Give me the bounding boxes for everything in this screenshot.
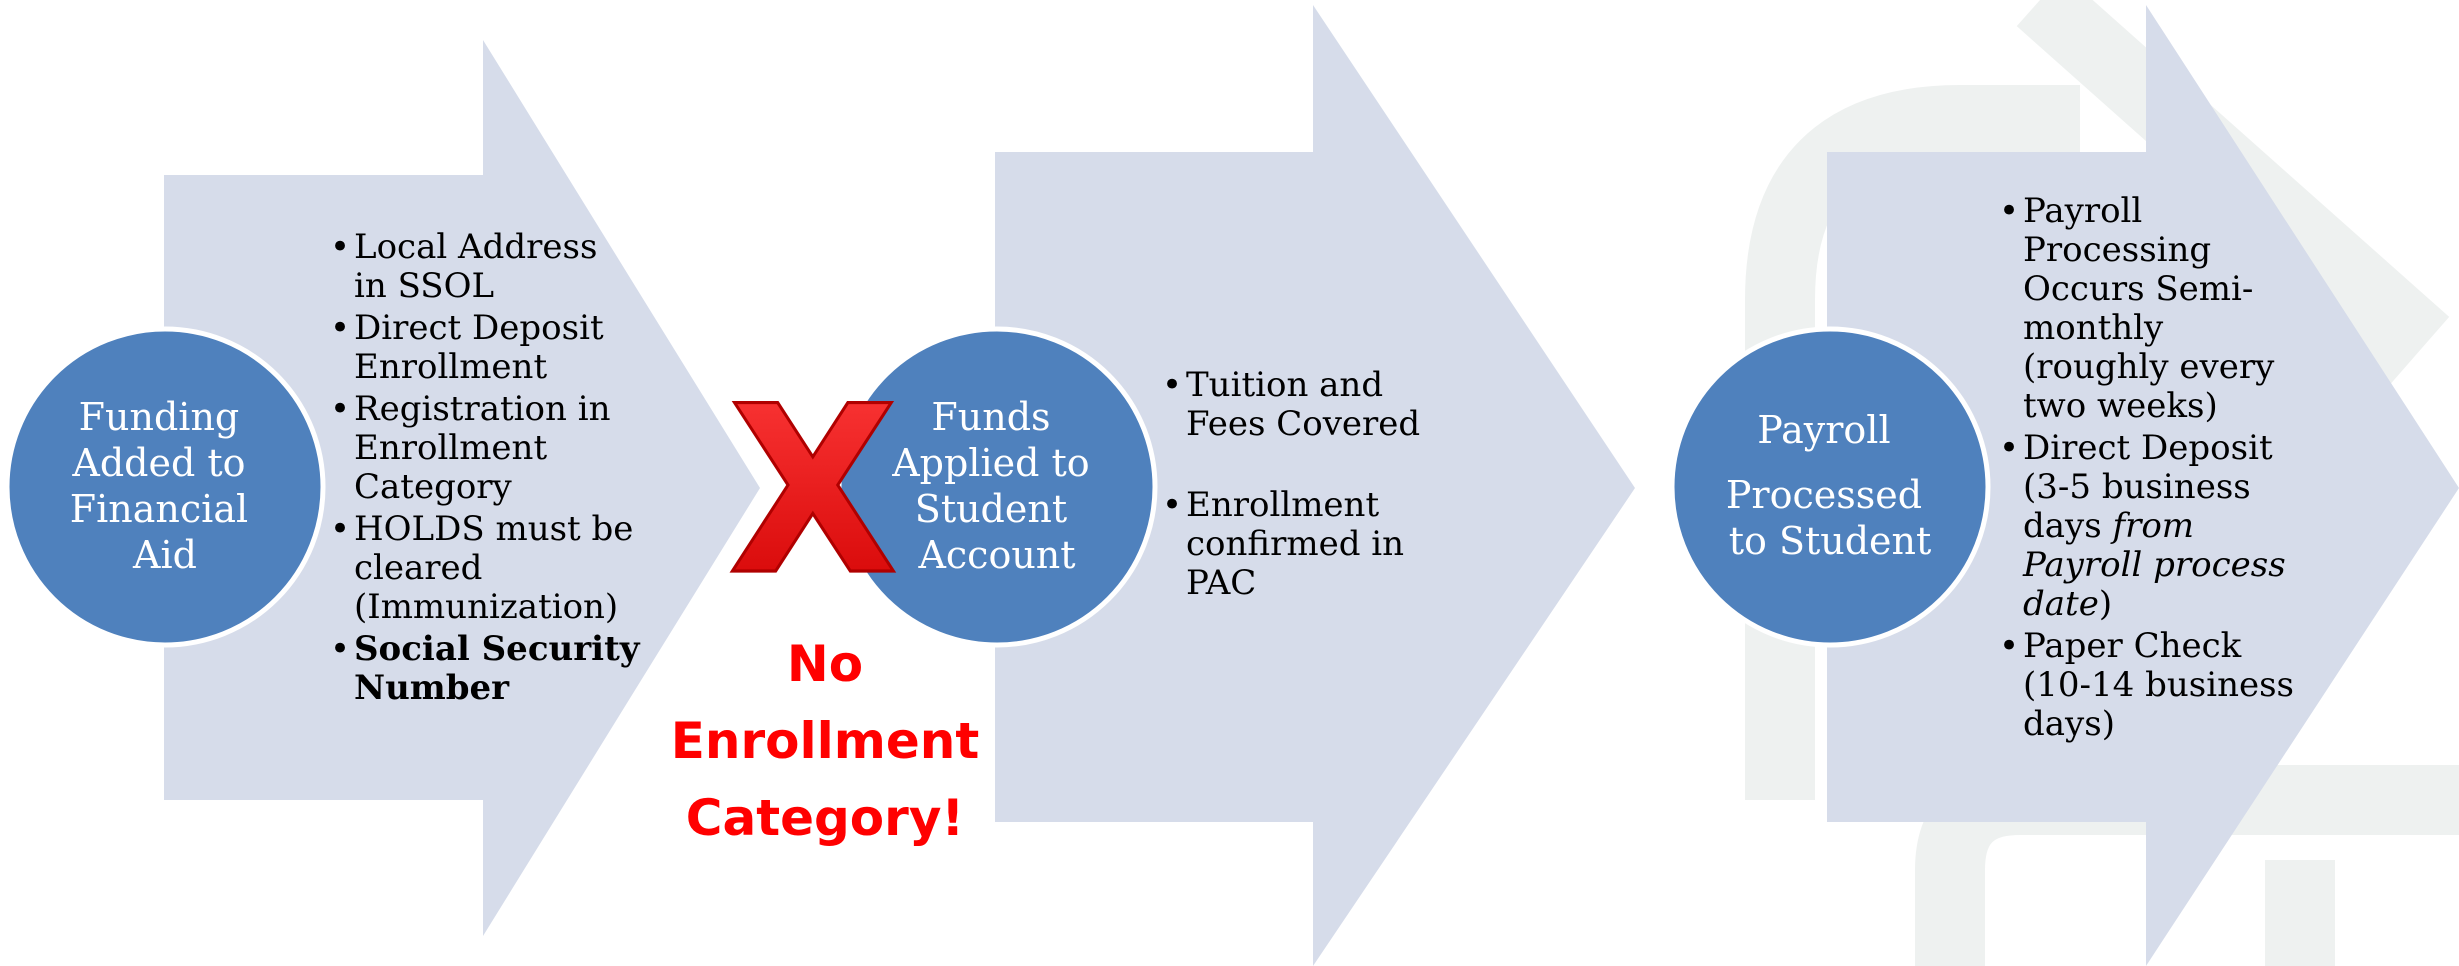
svg-text:Payroll Processed: Payroll Processed to Student (1726, 408, 1934, 563)
stage-3-label-line: Processed (1726, 473, 1922, 517)
bullet-text: Paper Check (10-14 business days) (2023, 626, 2294, 744)
stage-2-label-line: Student (915, 487, 1067, 531)
bullet-text: Registration in Enrollment Category (354, 389, 611, 507)
stage-3-bullet-item: Direct Deposit (3-5 business days from P… (1999, 429, 2319, 624)
x-mark: X (728, 358, 898, 626)
bullet-text: Local Address in SSOL (354, 227, 598, 306)
bullet-text: Social Security Number (354, 629, 640, 708)
svg-text:Funding Added to F: Funding Added to Financial Aid (70, 395, 260, 577)
stage-1-requirements-list: Local Address in SSOLDirect Deposit Enro… (330, 228, 640, 711)
stage-1-bullet-item: Local Address in SSOL (330, 228, 640, 306)
stage-2-label-line: Applied to (891, 441, 1089, 485)
stage-1-label-line: Financial (70, 487, 248, 531)
bullet-text: Direct Deposit Enrollment (354, 308, 604, 387)
stage-1-bullet-item: Social Security Number (330, 630, 640, 708)
stage-2-label-line: Funds (931, 395, 1050, 439)
bullet-text-after: ) (2098, 584, 2113, 624)
stage-1-label-line: Funding (79, 395, 240, 439)
stage-3-label-line: Payroll (1757, 408, 1890, 452)
stage-1-label-line: Added to (71, 441, 245, 485)
stage-3-details-list: Payroll Processing Occurs Semi-monthly (… (1999, 192, 2319, 747)
stage-2-requirements-list: Tuition and Fees CoveredEnrollment confi… (1162, 366, 1432, 645)
stage-3-bullet-item: Paper Check (10-14 business days) (1999, 627, 2319, 744)
stage-1-label-line: Aid (132, 533, 197, 577)
bullet-text: Payroll Processing Occurs Semi-monthly (… (2023, 191, 2275, 426)
warning-line: No (786, 635, 864, 693)
stage-2-bullet-item: Enrollment confirmed in PAC (1162, 486, 1432, 603)
stage-2-label-line: Account (917, 533, 1075, 577)
stage-3-circle: Payroll Processed to Student (1669, 326, 1991, 648)
warning-line: Enrollment (670, 712, 980, 770)
stage-2-bullet-item: Tuition and Fees Covered (1162, 366, 1432, 444)
bullet-text-before: Direct Deposit (3-5 business days (2023, 428, 2273, 546)
bullet-text: Enrollment confirmed in PAC (1186, 485, 1405, 603)
stage-3-label-line: to Student (1729, 519, 1932, 563)
stage-2-circle: Funds Applied to Student Account (836, 326, 1158, 648)
stage-1-bullet-item: Registration in Enrollment Category (330, 390, 640, 507)
warning-line: Category! (685, 789, 965, 847)
stage-3-bullet-item: Payroll Processing Occurs Semi-monthly (… (1999, 192, 2319, 426)
no-enrollment-warning: No Enrollment Category! (640, 626, 1010, 857)
svg-text:Funds Applied to S: Funds Applied to Student Account (891, 395, 1102, 577)
bullet-text: HOLDS must be cleared (Immunization) (354, 509, 634, 627)
stage-1-circle: Funding Added to Financial Aid (4, 326, 326, 648)
stage-1-bullet-item: Direct Deposit Enrollment (330, 309, 640, 387)
bullet-text-italic: from Payroll process date (2023, 506, 2286, 624)
stage-1-bullet-item: HOLDS must be cleared (Immunization) (330, 510, 640, 627)
bullet-text: Tuition and Fees Covered (1186, 365, 1421, 444)
